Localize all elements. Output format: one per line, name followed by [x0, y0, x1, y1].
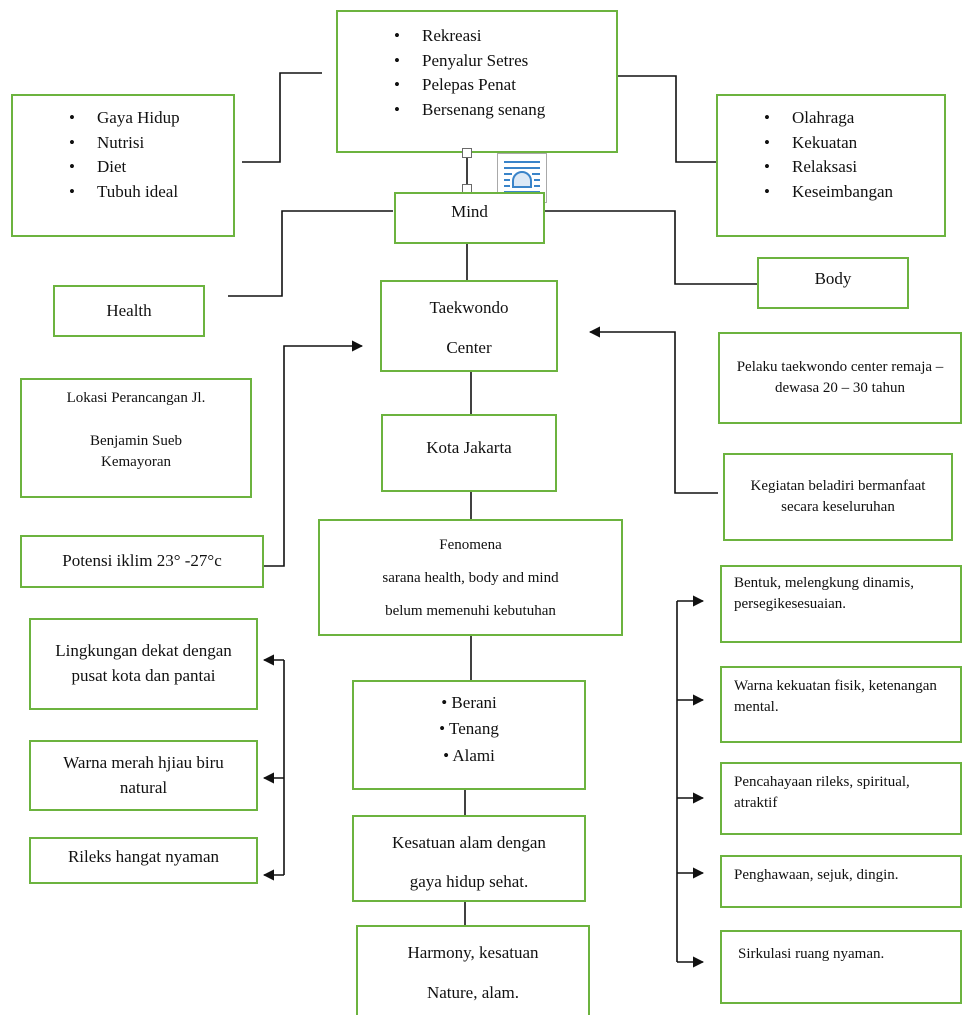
list-item: Diet [63, 155, 233, 180]
bentuk-label: Bentuk, melengkung dinamis, persegikeses… [734, 575, 914, 612]
box-lingkungan: Lingkungan dekat dengan pusat kota dan p… [29, 618, 258, 710]
line-top-right [617, 75, 717, 163]
warna-kekuatan-label: Warna kekuatan fisik, ketenangan mental. [734, 678, 937, 715]
box-rileks: Rileks hangat nyaman [29, 837, 258, 884]
box-pencahayaan: Pencahayaan rileks, spiritual, atraktif [720, 762, 962, 835]
kota-label: Kota Jakarta [426, 438, 512, 457]
value-item: • Tenang [439, 719, 499, 739]
penghawaan-label: Penghawaan, sejuk, dingin. [734, 867, 899, 883]
rileks-label: Rileks hangat nyaman [67, 847, 220, 866]
box-taekwondo-center: Taekwondo Center [380, 280, 558, 372]
taekwondo-line2: Center [446, 337, 492, 357]
potensi-label: Potensi iklim 23° -27°c [62, 551, 222, 571]
arrow-kegiatan-taekwondo [588, 326, 718, 494]
box-bentuk: Bentuk, melengkung dinamis, persegikeses… [720, 565, 962, 643]
pelaku-label: Pelaku taekwondo center remaja – dewasa … [736, 359, 944, 396]
taekwondo-line1: Taekwondo [429, 298, 509, 317]
box-body: Body [757, 257, 909, 309]
line-mind-health [228, 210, 393, 297]
box-warna-kekuatan: Warna kekuatan fisik, ketenangan mental. [720, 666, 962, 743]
lokasi-line1: Lokasi Perancangan Jl. [66, 390, 206, 406]
body-label: Body [814, 269, 852, 288]
list-item: Bersenang senang [388, 98, 616, 123]
box-health: Health [53, 285, 205, 337]
box-pelaku: Pelaku taekwondo center remaja – dewasa … [718, 332, 962, 424]
value-item: • Alami [443, 745, 495, 765]
list-item: Rekreasi [388, 24, 616, 49]
box-kegiatan: Kegiatan beladiri bermanfaat secara kese… [723, 453, 953, 541]
list-item: Relaksasi [758, 155, 944, 180]
box-warna-natural: Warna merah hjiau biru natural [29, 740, 258, 811]
box-mind: Mind [394, 192, 545, 244]
harmony-line2: Nature, alam. [426, 982, 520, 1002]
list-item: Pelepas Penat [388, 73, 616, 98]
box-sirkulasi: Sirkulasi ruang nyaman. [720, 930, 962, 1004]
kegiatan-label: Kegiatan beladiri bermanfaat secara kese… [750, 478, 926, 515]
list-item: Keseimbangan [758, 180, 944, 205]
harmony-line1: Harmony, kesatuan [407, 943, 539, 962]
box-right-top: Olahraga Kekuatan Relaksasi Keseimbangan [716, 94, 946, 237]
kesatuan-line1: Kesatuan alam dengan [392, 833, 546, 852]
list-item: Tubuh ideal [63, 180, 233, 205]
lokasi-line2: Benjamin Sueb Kemayoran [89, 433, 183, 470]
list-item: Nutrisi [63, 131, 233, 156]
list-item: Penyalur Setres [388, 49, 616, 74]
fenomena-line2: sarana health, body and mind [382, 570, 559, 586]
line-mind-body [543, 210, 757, 285]
fenomena-line3: belum memenuhi kebutuhan [385, 603, 556, 619]
box-kesatuan: Kesatuan alam dengan gaya hidup sehat. [352, 815, 586, 902]
sirkulasi-label: Sirkulasi ruang nyaman. [738, 946, 885, 962]
list-item: Kekuatan [758, 131, 944, 156]
fenomena-line1: Fenomena [439, 537, 502, 553]
box-left-top: Gaya Hidup Nutrisi Diet Tubuh ideal [11, 94, 235, 237]
list-item: Gaya Hidup [63, 106, 233, 131]
warna-natural-label: Warna merah hjiau biru natural [63, 752, 224, 797]
box-kota-jakarta: Kota Jakarta [381, 414, 557, 492]
resize-handle[interactable] [462, 148, 472, 158]
value-item: • Berani [441, 693, 497, 712]
kesatuan-line2: gaya hidup sehat. [409, 872, 529, 892]
pencahayaan-label: Pencahayaan rileks, spiritual, atraktif [734, 774, 910, 811]
list-item: Olahraga [758, 106, 944, 131]
mind-label: Mind [451, 202, 488, 221]
box-values: • Berani • Tenang • Alami [352, 680, 586, 790]
box-penghawaan: Penghawaan, sejuk, dingin. [720, 855, 962, 908]
line-top-left [242, 72, 322, 163]
box-harmony: Harmony, kesatuan Nature, alam. [356, 925, 590, 1015]
box-potensi: Potensi iklim 23° -27°c [20, 535, 264, 588]
box-fenomena: Fenomena sarana health, body and mind be… [318, 519, 623, 636]
box-top-center: Rekreasi Penyalur Setres Pelepas Penat B… [336, 10, 618, 153]
arrow-potensi-taekwondo [264, 340, 364, 567]
box-lokasi: Lokasi Perancangan Jl. Benjamin Sueb Kem… [20, 378, 252, 498]
lingkungan-label: Lingkungan dekat dengan pusat kota dan p… [55, 641, 232, 685]
health-label: Health [106, 300, 152, 320]
